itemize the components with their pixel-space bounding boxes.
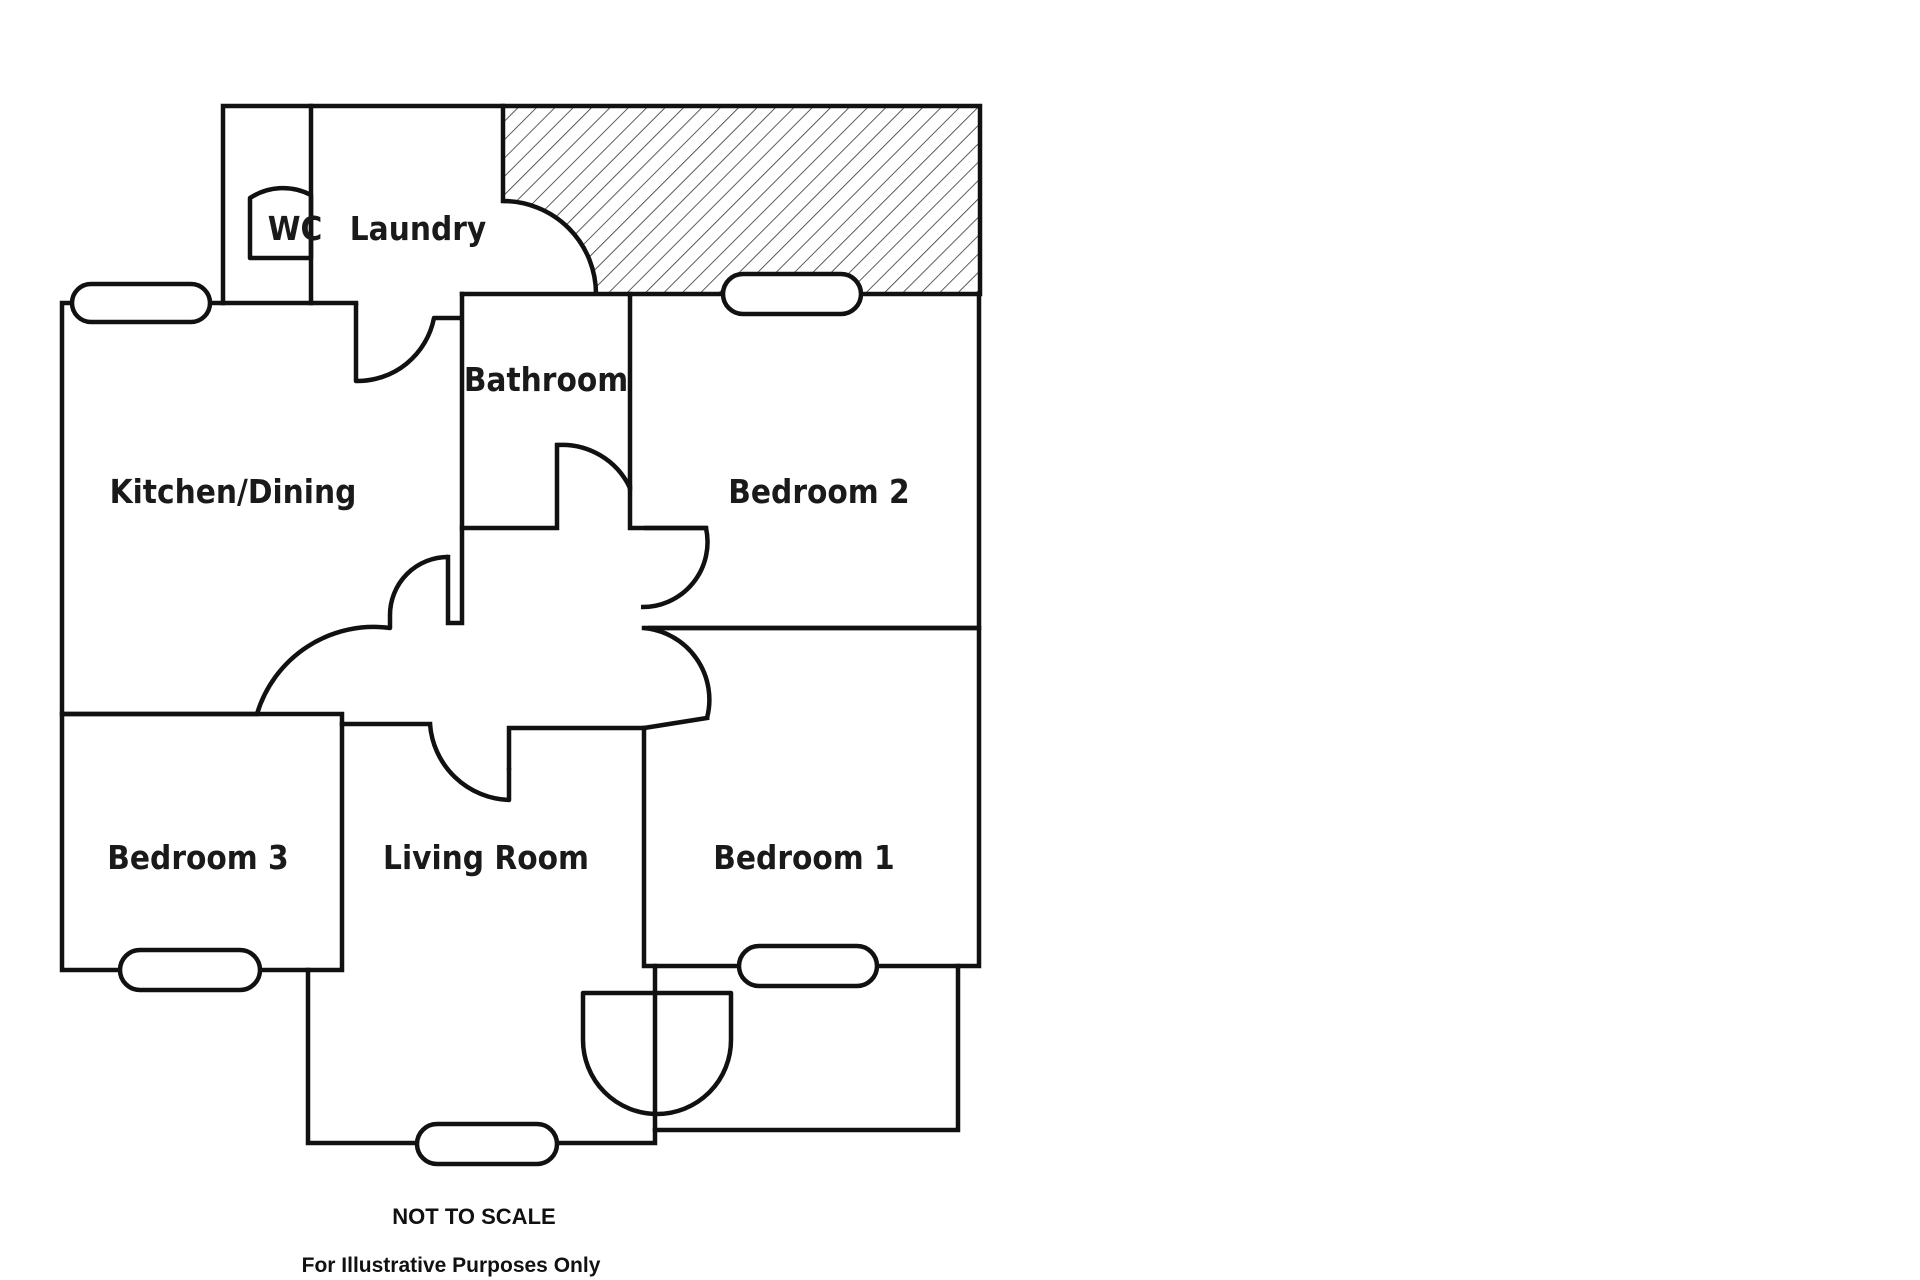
room-label-bedroom-3: Bedroom 3 (107, 838, 288, 877)
door-swings (247, 185, 734, 1117)
disclaimer-note: For Illustrative Purposes Only (302, 1254, 601, 1277)
bedroom-3-walls (59, 711, 345, 973)
scale-note: NOT TO SCALE (392, 1204, 555, 1229)
room-label-wc: WC (268, 209, 323, 248)
living-room-walls (305, 721, 961, 1146)
room-label-bedroom-2: Bedroom 2 (728, 472, 909, 511)
room-label-bedroom-1: Bedroom 1 (713, 838, 894, 877)
windows (69, 271, 880, 1167)
room-label-living-room: Living Room (383, 838, 589, 877)
bedroom-2-walls (627, 291, 982, 631)
room-label-laundry: Laundry (350, 209, 486, 248)
room-label-kitchen-dining: Kitchen/Dining (110, 472, 357, 511)
hatched-area (503, 106, 979, 294)
kitchen-inner-wall (445, 291, 465, 626)
room-label-bathroom: Bathroom (464, 360, 628, 399)
bedroom-1-walls (641, 625, 982, 969)
bathroom-walls (459, 291, 633, 531)
